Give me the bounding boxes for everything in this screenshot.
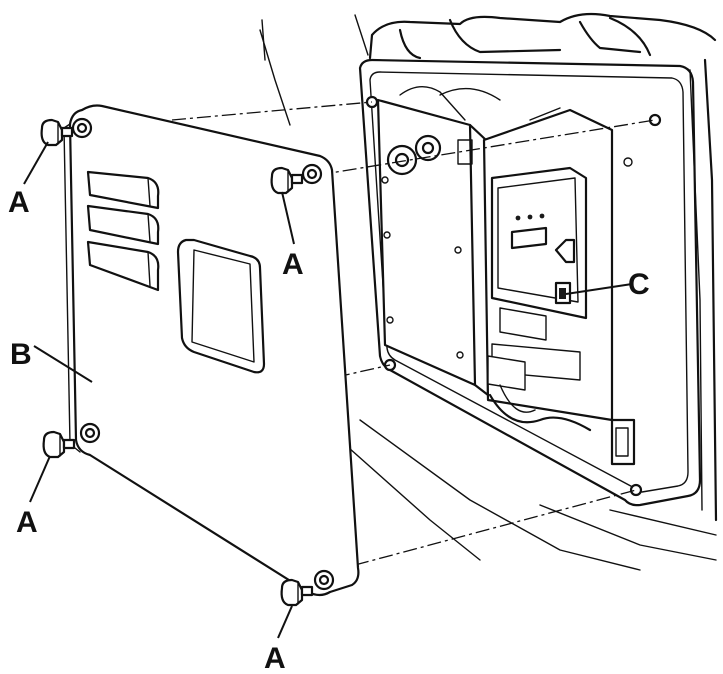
louver-3: [86, 240, 160, 292]
cap-nut-bottom-right: [280, 578, 314, 607]
indicator-light-1: [515, 215, 521, 221]
indicator-light-3: [539, 213, 545, 219]
louver-1: [86, 170, 160, 210]
louver-2: [86, 204, 160, 246]
arrow-icon: [554, 238, 576, 264]
port-right: [414, 134, 442, 162]
panel-hole-bottom-right: [313, 569, 335, 591]
callout-b-panel: B: [10, 338, 32, 371]
panel-opening-frame: [358, 58, 702, 507]
indicator-light-2: [527, 214, 533, 220]
frame-hole-bottom-right: [629, 483, 643, 497]
callout-a-top-left: A: [8, 186, 30, 219]
panel-hole-bottom-left: [79, 422, 101, 444]
frame-hole-top-right: [648, 113, 662, 127]
cover-panel: [63, 104, 360, 597]
panel-hole-top-right: [301, 163, 323, 185]
internal-mounting-plate: [376, 86, 633, 397]
callout-a-bottom-left: A: [16, 506, 38, 539]
callout-a-top-right: A: [282, 248, 304, 281]
callout-c-switch: C: [628, 268, 650, 301]
cap-nut-top-left: [40, 118, 74, 147]
callout-leaders: [23, 141, 633, 639]
cap-nut-top-right: [270, 166, 304, 195]
display-window: [510, 226, 548, 250]
callout-a-bottom-right: A: [264, 642, 286, 674]
cap-nut-bottom-left: [42, 430, 76, 459]
inverter-control-module: [482, 107, 636, 466]
inspection-window: [176, 238, 266, 374]
panel-hole-top-left: [71, 117, 93, 139]
port-left: [386, 144, 418, 176]
generator-housing: [259, 12, 718, 571]
